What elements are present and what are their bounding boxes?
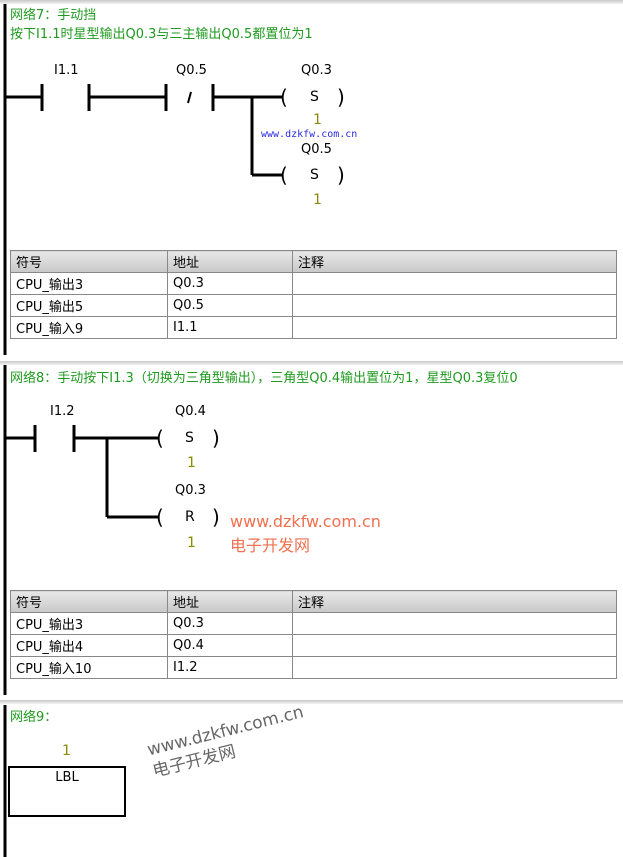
contact-address[interactable]: I1.2 [50,404,75,419]
col-address: 地址 [167,590,293,613]
col-symbol: 符号 [10,590,168,613]
coil-count: 1 [313,192,322,208]
contact-address[interactable]: I1.1 [54,63,79,78]
network-8-title: 网络8：手动按下I1.3（切换为三角型输出），三角型Q0.4输出置位为1，星型Q… [10,371,518,386]
coil-address[interactable]: Q0.3 [175,483,206,498]
watermark: www.dzkfw.com.cn [261,129,358,140]
col-address: 地址 [167,250,293,273]
contact-address[interactable]: Q0.5 [176,63,207,78]
coil-address[interactable]: Q0.5 [301,142,332,157]
coil-count: 1 [313,112,322,128]
col-comment: 注释 [292,250,617,273]
col-comment: 注释 [292,590,617,613]
lbl-box[interactable]: LBL [8,766,126,817]
coil-op[interactable]: S [185,430,194,446]
coil-count: 1 [187,455,196,471]
watermark-name: 电子开发网 [230,536,311,555]
coil-op[interactable]: S [310,167,319,183]
coil-count: 1 [187,535,196,551]
network-7-comment: 按下I1.1时星型输出Q0.3与三主输出Q0.5都置位为1 [10,27,313,42]
coil-address[interactable]: Q0.3 [301,63,332,78]
coil-op[interactable]: R [185,509,195,525]
coil-op[interactable]: S [310,89,319,105]
coil-address[interactable]: Q0.4 [175,404,206,419]
watermark-url: www.dzkfw.com.cn [230,512,381,531]
lbl-box-label: LBL [55,770,79,785]
network-7-title: 网络7：手动挡 [10,8,97,23]
box-count: 1 [62,743,71,759]
col-symbol: 符号 [10,250,168,273]
network-9-title: 网络9： [10,710,58,725]
